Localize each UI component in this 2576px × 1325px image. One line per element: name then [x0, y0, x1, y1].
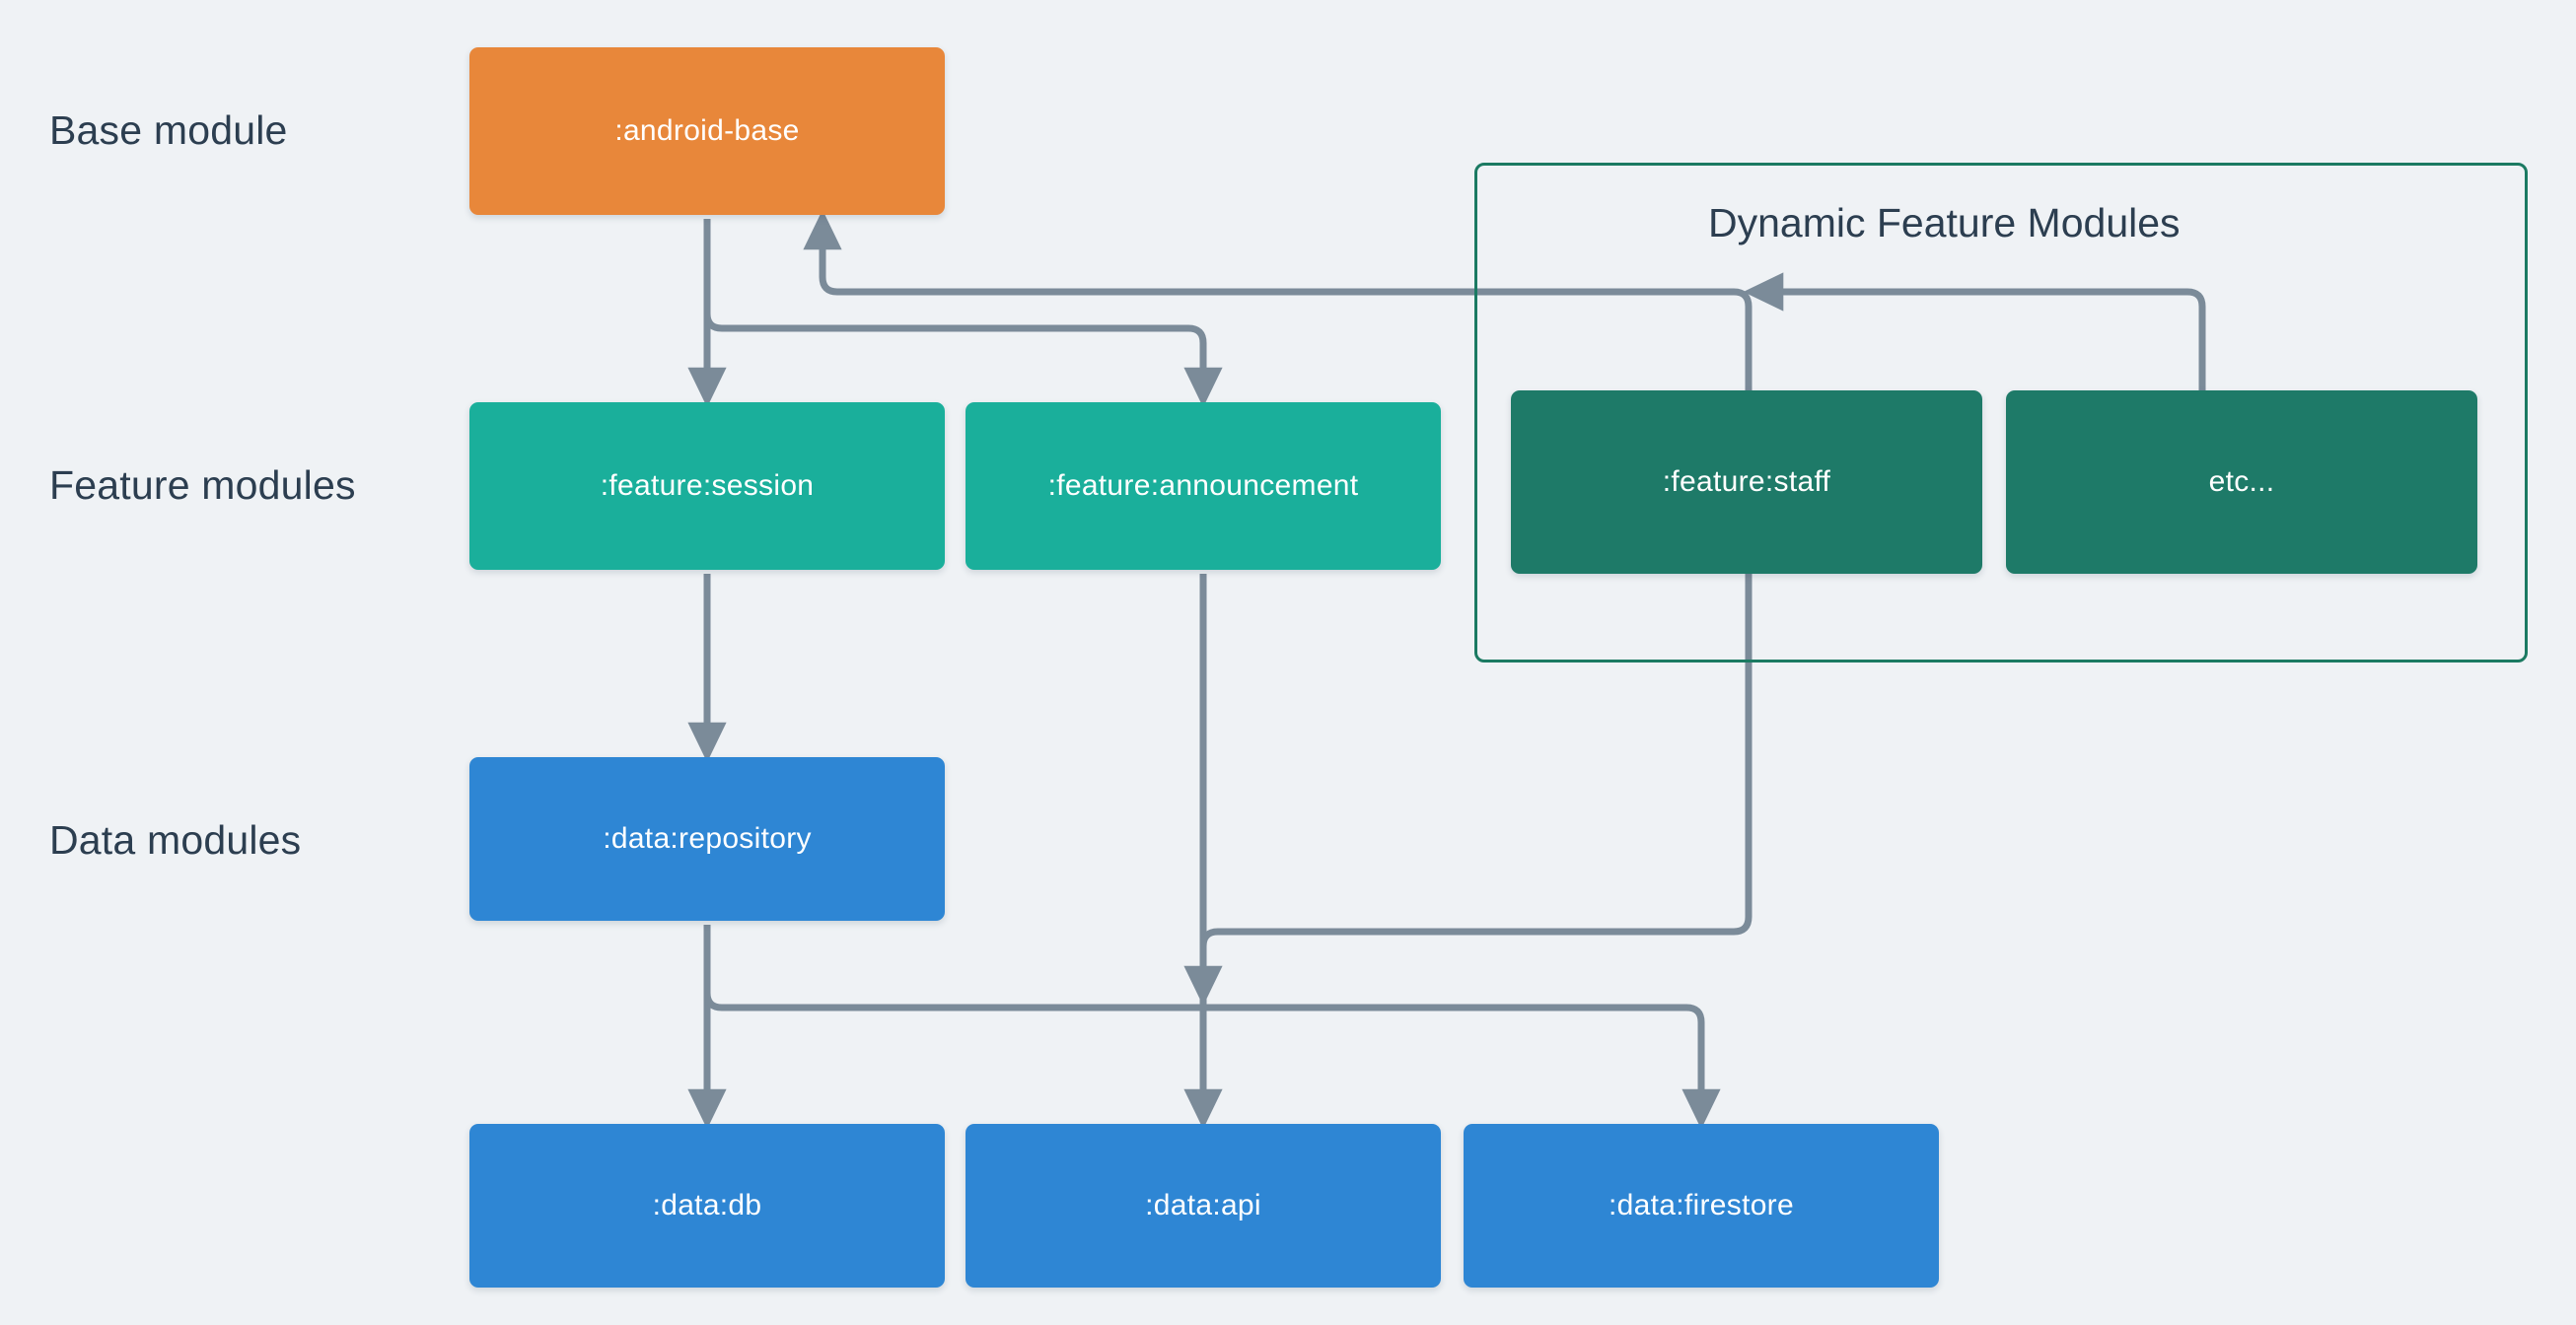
- module-node-feature-staff[interactable]: :feature:staff: [1511, 390, 1982, 574]
- module-node-feature-etc[interactable]: etc...: [2006, 390, 2477, 574]
- module-node-data-repository[interactable]: :data:repository: [469, 757, 945, 921]
- edge-base-to-announcement: [703, 219, 1223, 408]
- row-label-feature-modules: Feature modules: [49, 462, 356, 508]
- module-node-data-api[interactable]: :data:api: [966, 1124, 1441, 1288]
- module-node-android-base[interactable]: :android-base: [469, 47, 945, 215]
- dynamic-feature-modules-title: Dynamic Feature Modules: [1708, 200, 2181, 245]
- edge-repository-to-firestore: [703, 925, 1721, 1130]
- module-node-data-db[interactable]: :data:db: [469, 1124, 945, 1288]
- dynamic-feature-modules-group: [1474, 163, 2528, 662]
- row-label-data-modules: Data modules: [49, 817, 302, 863]
- module-node-data-firestore[interactable]: :data:firestore: [1464, 1124, 1939, 1288]
- module-node-feature-announcement[interactable]: :feature:announcement: [966, 402, 1441, 570]
- module-node-feature-session[interactable]: :feature:session: [469, 402, 945, 570]
- row-label-base-module: Base module: [49, 107, 288, 153]
